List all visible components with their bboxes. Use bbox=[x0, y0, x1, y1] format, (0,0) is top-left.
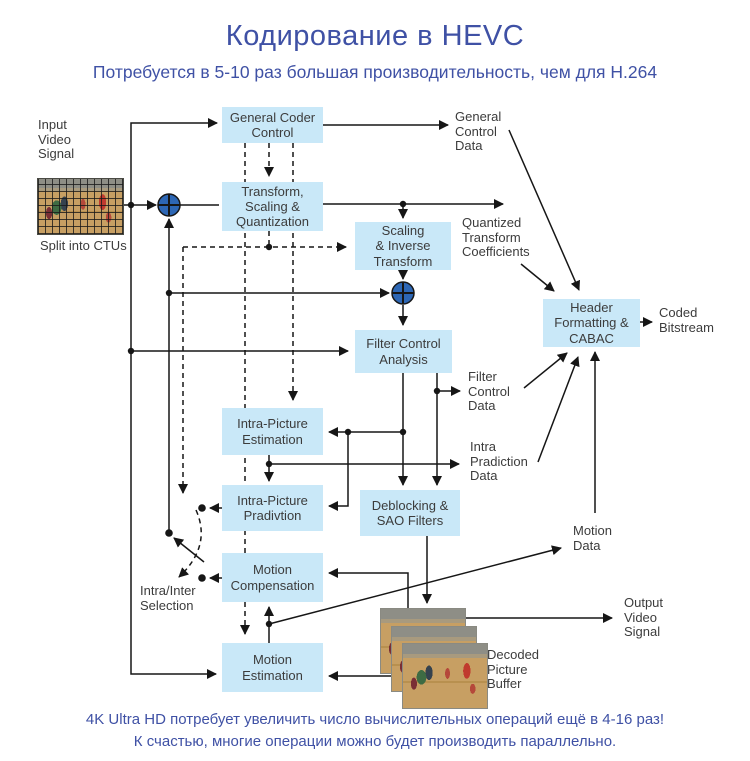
block-intra-picture-estimation: Intra-Picture Estimation bbox=[222, 408, 323, 455]
footer-line-1: 4K Ultra HD потребует увеличить число вы… bbox=[85, 711, 665, 728]
block-motion-estimation: Motion Estimation bbox=[222, 643, 323, 692]
block-filter-control-analysis: Filter Control Analysis bbox=[355, 330, 452, 373]
input-frame-ctu-grid-image bbox=[37, 178, 124, 235]
reconstruction-adder-icon bbox=[391, 281, 415, 305]
block-intra-picture-prediction: Intra-Picture Pradivtion bbox=[222, 485, 323, 531]
subtractor-adder-icon bbox=[157, 193, 181, 217]
label-filter-control-data: Filter Control Data bbox=[468, 369, 510, 414]
block-deblocking-sao-filters: Deblocking & SAO Filters bbox=[360, 490, 460, 536]
block-scaling-inverse-transform: Scaling & Inverse Transform bbox=[355, 222, 451, 270]
label-split-into-ctus: Split into CTUs bbox=[40, 238, 127, 253]
label-output-video-signal: Output Video Signal bbox=[624, 595, 664, 640]
label-decoded-picture-buffer: Decoded Picture Buffer bbox=[487, 647, 540, 692]
block-header-formatting-cabac: Header Formatting & CABAC bbox=[543, 299, 640, 347]
label-quantized-transform-coefficients: Quantized Transform Coefficients bbox=[462, 215, 530, 260]
decoded-picture-3 bbox=[402, 643, 488, 709]
label-motion-data: Motion Data bbox=[573, 523, 613, 553]
label-input-video-signal: Input Video Signal bbox=[38, 117, 75, 162]
block-general-coder-control: General Coder Control bbox=[222, 107, 323, 143]
label-intra-inter-selection: Intra/Inter Selection bbox=[140, 583, 196, 613]
footer-line-2: К счастью, многие операции можно будет п… bbox=[133, 732, 617, 750]
junction-dots bbox=[127, 200, 441, 628]
block-motion-compensation: Motion Compensation bbox=[222, 553, 323, 602]
label-coded-bitstream: Coded Bitstream bbox=[659, 305, 714, 335]
block-transform-scaling-quantization: Transform, Scaling & Quantization bbox=[222, 182, 323, 231]
label-general-control-data: General Control Data bbox=[455, 109, 502, 154]
page-title: Кодирование в HEVC bbox=[225, 20, 525, 52]
footer-note: 4K Ultra HD потребует увеличить число вы… bbox=[0, 709, 750, 753]
page-subtitle: Потребуется в 5-10 раз большая производи… bbox=[92, 62, 658, 82]
label-intra-prediction-data: Intra Pradiction Data bbox=[470, 439, 528, 484]
